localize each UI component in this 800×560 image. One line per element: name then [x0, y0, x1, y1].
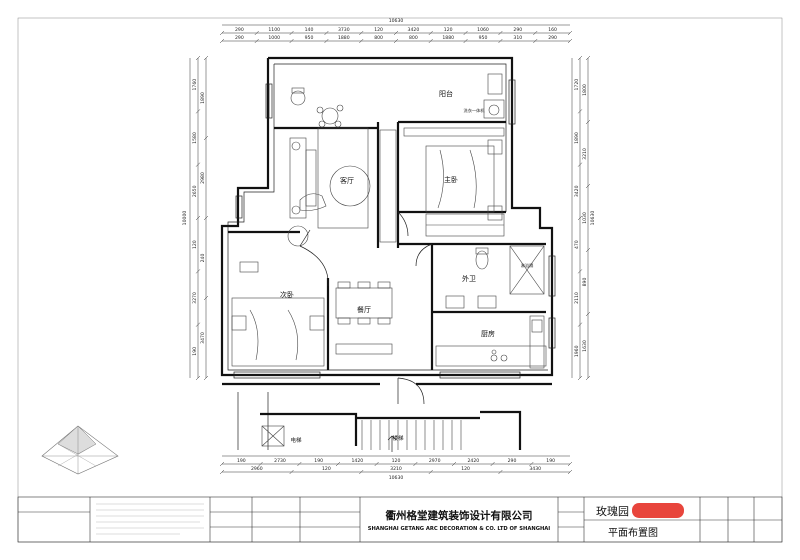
room-label-dining: 餐厅	[357, 305, 371, 314]
room-label-living: 客厅	[340, 176, 354, 185]
compass-icon	[41, 425, 119, 475]
left-dim-row2-2: 240	[200, 254, 206, 263]
bottom-dimensions: 190 2730 190 1420 120 2970 2420 290 190 2960 120 3…	[219, 455, 573, 481]
left-dim-row2-1: 2980	[200, 172, 206, 184]
top-dim-row1-6: 120	[444, 27, 453, 33]
room-label-bathroom: 外卫	[462, 274, 476, 283]
right-dim-row1-0: 1720	[574, 79, 580, 91]
top-dim-row1-3: 3730	[338, 27, 350, 33]
top-dim-row1-1: 1100	[268, 27, 280, 33]
second-bedroom-furniture	[231, 229, 329, 367]
room-labels: 阳台 客厅 主卧 次卧 餐厅 外卫 厨房 电梯 楼梯	[280, 89, 495, 444]
top-dim-row1-9: 160	[548, 27, 557, 33]
bottom-dim-row2-3: 120	[461, 466, 470, 472]
title-block: 衢州格堂建筑装饰设计有限公司 SHANGHAI GETANG ARC DECOR…	[17, 496, 783, 543]
top-dimensions: 10630 290 1100 140 3730 120 3420 120 1060 290 160…	[219, 18, 573, 44]
left-dim-row1-5: 190	[192, 347, 198, 356]
room-label-stairs: 楼梯	[392, 434, 404, 442]
company-name-cn: 衢州格堂建筑装饰设计有限公司	[386, 509, 533, 522]
bottom-dim-row1-1: 2730	[274, 458, 286, 464]
balcony-furniture: 洗衣一体机	[290, 73, 505, 128]
bottom-dim-row1-6: 2420	[467, 458, 479, 464]
top-dim-row2-5: 800	[409, 35, 418, 41]
right-dim-row1-1: 1890	[574, 132, 580, 144]
drawing-name: 平面布置图	[608, 527, 658, 539]
top-dim-row2-3: 1880	[338, 35, 350, 41]
bottom-dim-row1-0: 190	[237, 458, 246, 464]
project-name: 玫瑰园	[596, 504, 629, 518]
top-dim-row1-4: 120	[374, 27, 383, 33]
right-dim-row2-3: 890	[582, 278, 588, 287]
top-dim-row2-1: 1000	[268, 35, 280, 41]
balcony-laundry-note: 洗衣一体机	[464, 107, 486, 114]
top-dim-row2-8: 310	[513, 35, 522, 41]
left-dim-row1-2: 2650	[192, 185, 198, 197]
room-label-elevator: 电梯	[290, 436, 302, 444]
right-dim-row2-2: 1030	[582, 212, 588, 224]
room-label-balcony: 阳台	[439, 89, 453, 98]
top-dim-row1-8: 290	[513, 27, 522, 33]
company-name-en: SHANGHAI GETANG ARC DECORATION & CO. LTD…	[368, 526, 551, 532]
right-dim-row2-1: 3210	[582, 148, 588, 160]
top-dim-row2-2: 950	[305, 35, 314, 41]
bottom-dim-row1-8: 190	[546, 458, 555, 464]
dining-furniture	[335, 281, 393, 355]
right-dimensions: 10630 1720 1890 3420 470 2110 1960 1800 3210 10…	[571, 55, 596, 381]
bottom-dim-overall: 10630	[389, 475, 404, 481]
bottom-dim-row2-2: 3210	[390, 466, 402, 472]
master-bedroom-furniture	[403, 127, 505, 237]
bottom-dim-row1-2: 190	[314, 458, 323, 464]
top-dim-row2-7: 950	[479, 35, 488, 41]
top-dim-row1-0: 290	[235, 27, 244, 33]
bottom-dim-row2-4: 3430	[529, 466, 541, 472]
bathroom-fixtures: 淋浴隔	[445, 245, 545, 309]
bottom-dim-row1-4: 120	[392, 458, 401, 464]
top-dim-row2-0: 290	[235, 35, 244, 41]
bottom-dim-row1-7: 290	[508, 458, 517, 464]
bottom-dim-row2-0: 2960	[251, 466, 263, 472]
room-label-second-bedroom: 次卧	[280, 290, 294, 299]
right-dim-overall: 10630	[590, 211, 596, 226]
left-dim-row2-3: 3470	[200, 332, 206, 344]
bottom-dim-row1-5: 2970	[429, 458, 441, 464]
doors	[397, 211, 433, 405]
right-dim-row2-4: 1630	[582, 340, 588, 352]
left-dimensions: 10000 1760 1580 2650 120 3270 190 1890 2980 240…	[182, 55, 209, 381]
bottom-dim-row2-1: 120	[322, 466, 331, 472]
top-dim-row2-6: 1880	[442, 35, 454, 41]
left-dim-row1-4: 3270	[192, 292, 198, 304]
left-dim-row1-1: 1580	[192, 132, 198, 144]
corridor-stairs-area	[222, 382, 552, 452]
top-dim-row1-7: 1060	[477, 27, 489, 33]
shower-note: 淋浴隔	[521, 262, 534, 269]
top-dim-row2-9: 290	[548, 35, 557, 41]
right-dim-row1-4: 2110	[574, 292, 580, 304]
kitchen-fixtures	[435, 315, 547, 369]
left-dim-row1-3: 120	[192, 240, 198, 249]
right-dim-row2-0: 1800	[582, 84, 588, 96]
top-dim-row1-5: 3420	[408, 27, 420, 33]
right-dim-row1-5: 1960	[574, 345, 580, 357]
living-room-furniture	[287, 127, 397, 247]
right-dim-row1-3: 470	[574, 240, 580, 249]
right-dim-row1-2: 3420	[574, 185, 580, 197]
room-label-kitchen: 厨房	[481, 329, 495, 338]
bottom-dim-row1-3: 1420	[351, 458, 363, 464]
windows	[233, 79, 556, 379]
top-dim-row1-2: 140	[305, 27, 314, 33]
left-dim-row2-0: 1890	[200, 92, 206, 104]
top-dim-row2-4: 800	[374, 35, 383, 41]
room-label-master-bedroom: 主卧	[444, 175, 458, 184]
left-dim-overall: 10000	[182, 211, 188, 226]
top-dim-overall: 10630	[389, 18, 404, 24]
walls	[220, 56, 554, 377]
redaction-mark	[632, 503, 684, 518]
left-dim-row1-0: 1760	[192, 79, 198, 91]
